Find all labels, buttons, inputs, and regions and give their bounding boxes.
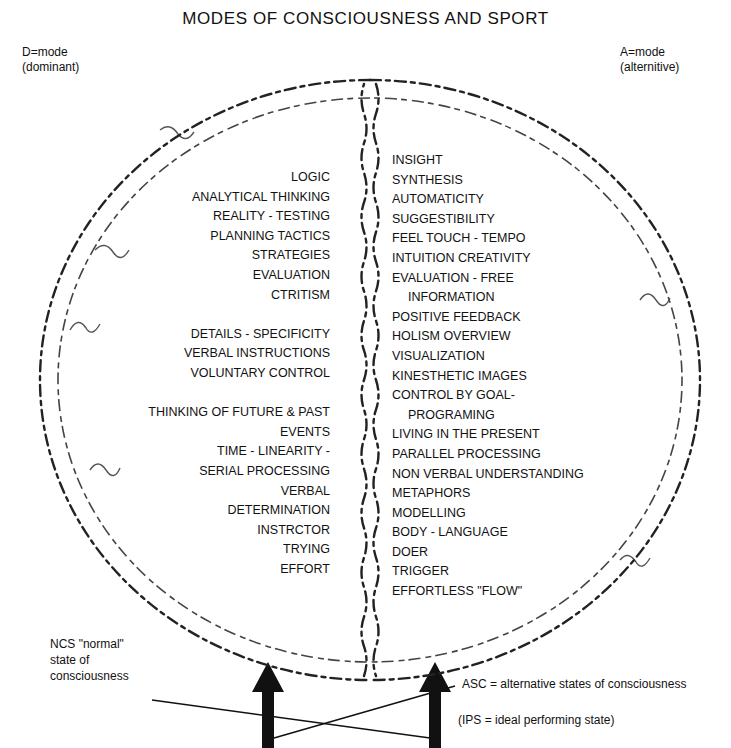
mode-item: VISUALIZATION [392, 347, 652, 367]
arrow-head [252, 662, 284, 692]
mode-item: BODY - LANGUAGE [392, 523, 652, 543]
mode-item: FEEL TOUCH - TEMPO [392, 229, 652, 249]
mode-item: CTRITISM [90, 286, 330, 306]
mode-item: EFFORT [90, 560, 330, 580]
mode-item: TRIGGER [392, 562, 652, 582]
state-label: ASC = alternative states of consciousnes… [462, 676, 712, 692]
brain-hemisphere: D=mode (dominant)LOGICANALYTICAL THINKIN… [40, 80, 370, 680]
mode-item: PARALLEL PROCESSING [392, 445, 652, 465]
mode-item: INSIGHT [392, 151, 652, 171]
mode-item: POSITIVE FEEDBACK [392, 308, 652, 328]
mode-item: DOER [392, 543, 652, 563]
arrow-shaft [429, 690, 441, 748]
mode-item: KINESTHETIC IMAGES [392, 367, 652, 387]
mode-heading: D=mode (dominant) [22, 45, 106, 75]
mode-item: TIME - LINEARITY - [90, 442, 330, 462]
mode-item: DETAILS - SPECIFICITY [90, 325, 330, 345]
mode-item: EVALUATION [90, 266, 330, 286]
mode-item: INTUITION CREATIVITY [392, 249, 652, 269]
brain-hemisphere: A=mode (alternitive)INSIGHTSYNTHESISAUTO… [370, 80, 700, 680]
mode-item: EFFORTLESS "FLOW" [392, 582, 652, 602]
mode-item: DETERMINATION [90, 501, 330, 521]
mode-item: SERIAL PROCESSING [90, 462, 330, 482]
mode-item: SYNTHESIS [392, 171, 652, 191]
brain-fold [90, 464, 120, 476]
mode-item: REALITY - TESTING [90, 207, 330, 227]
mode-item: MODELLING [392, 504, 652, 524]
cross-line [274, 686, 455, 738]
state-label: NCS "normal" state of consciousness [50, 636, 142, 684]
arrow-shaft [262, 690, 274, 748]
hemisphere-border [40, 80, 370, 680]
mode-item: SUGGESTIBILITY [392, 210, 652, 230]
hemisphere-border [370, 80, 700, 680]
diagram-title: MODES OF CONSCIOUSNESS AND SPORT [0, 8, 731, 30]
mode-item: METAPHORS [392, 484, 652, 504]
brain-fold [620, 555, 650, 566]
mode-item: NON VERBAL UNDERSTANDING [392, 465, 652, 485]
mode-item: PLANNING TACTICS [90, 227, 330, 247]
mode-item: ANALYTICAL THINKING [90, 188, 330, 208]
mode-item: LIVING IN THE PRESENT [392, 425, 652, 445]
mode-item: THINKING OF FUTURE & PAST EVENTS [145, 403, 330, 442]
state-label: (IPS = ideal performing state) [458, 712, 718, 728]
brain-fold [640, 294, 670, 306]
brain-fold [70, 322, 100, 332]
mode-item: TRYING [90, 540, 330, 560]
brain-fold-ring [58, 98, 682, 662]
mode-item: VERBAL [90, 482, 330, 502]
mode-item: VOLUNTARY CONTROL [90, 364, 330, 384]
mode-list: INSIGHTSYNTHESISAUTOMATICITYSUGGESTIBILI… [392, 151, 652, 602]
mode-item: STRATEGIES [90, 246, 330, 266]
mode-list: LOGICANALYTICAL THINKINGREALITY - TESTIN… [90, 168, 330, 579]
mode-item: VERBAL INSTRUCTIONS [90, 344, 330, 364]
mode-item: LOGIC [90, 168, 330, 188]
mode-item: EVALUATION - FREE INFORMATION [392, 269, 578, 308]
mode-item: CONTROL BY GOAL- PROGRAMING [392, 386, 568, 425]
mode-item: AUTOMATICITY [392, 190, 652, 210]
mode-item: HOLISM OVERVIEW [392, 327, 652, 347]
mode-item: INSTRCTOR [90, 521, 330, 541]
brain-fold [95, 245, 129, 257]
mode-heading: A=mode (alternitive) [620, 45, 715, 75]
